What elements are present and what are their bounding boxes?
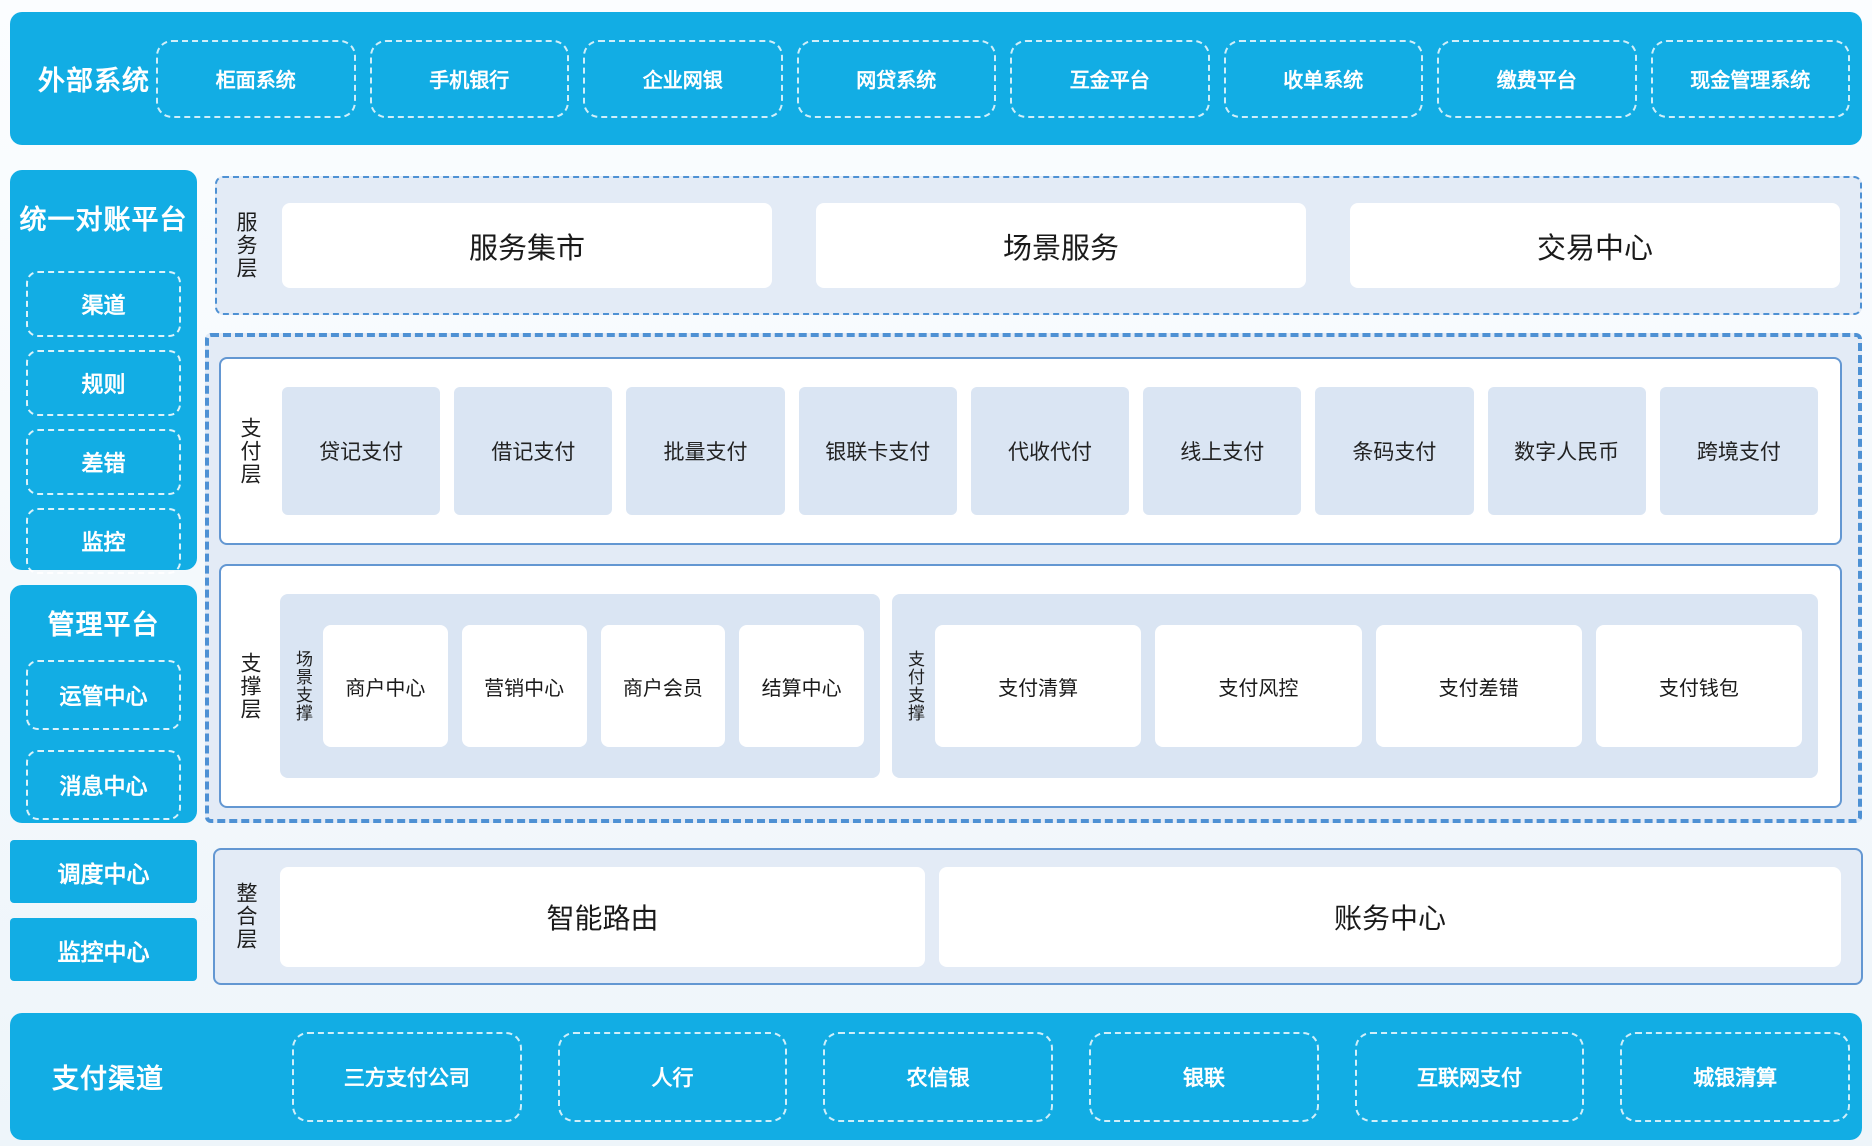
reconciliation-items: 渠道 规则 差错 监控 (26, 271, 181, 574)
payment-item-cross-border: 跨境支付 (1659, 387, 1818, 515)
scene-support-group: 场景支撑 商户中心 营销中心 商户会员 结算中心 (280, 594, 880, 778)
external-systems-bar: 外部系统 柜面系统 手机银行 企业网银 网贷系统 互金平台 收单系统 缴费平台 … (10, 12, 1862, 145)
payment-layer-label: 支付层 (238, 416, 261, 486)
channel-rural-credit: 农信银 (823, 1031, 1054, 1122)
payment-channels-items: 三方支付公司 人行 农信银 银联 互联网支付 城银清算 (292, 1031, 1862, 1122)
management-items: 运管中心 消息中心 (26, 660, 181, 820)
channel-pboc: 人行 (557, 1031, 788, 1122)
management-platform-box: 管理平台 运管中心 消息中心 (10, 585, 197, 823)
management-item-message-center: 消息中心 (26, 750, 181, 820)
management-item-ops-center: 运管中心 (26, 660, 181, 730)
pay-item-risk-control: 支付风控 (1155, 625, 1362, 747)
external-system-counter: 柜面系统 (156, 39, 356, 118)
external-system-billpay: 缴费平台 (1437, 39, 1637, 118)
scene-item-merchant-member: 商户会员 (600, 625, 726, 747)
support-groups: 场景支撑 商户中心 营销中心 商户会员 结算中心 支付支撑 支付清算 支付风控 … (280, 594, 1818, 778)
payment-item-barcode: 条码支付 (1315, 387, 1474, 515)
payment-item-credit: 贷记支付 (282, 387, 441, 515)
payment-support-label: 支付支撑 (905, 650, 924, 722)
external-systems-title: 外部系统 (38, 66, 150, 96)
scene-item-settlement-center: 结算中心 (739, 625, 864, 747)
payment-channels-bar: 支付渠道 三方支付公司 人行 农信银 银联 互联网支付 城银清算 (10, 1013, 1862, 1140)
integration-layer: 整合层 智能路由 账务中心 (213, 848, 1863, 985)
external-systems-items: 柜面系统 手机银行 企业网银 网贷系统 互金平台 收单系统 缴费平台 现金管理系… (156, 39, 1862, 118)
reconciliation-item-rules: 规则 (26, 350, 181, 416)
payment-support-group: 支付支撑 支付清算 支付风控 支付差错 支付钱包 (892, 594, 1818, 778)
integration-item-smart-routing: 智能路由 (280, 866, 925, 967)
service-item-trade-center: 交易中心 (1350, 203, 1840, 288)
dispatch-center-box: 调度中心 (10, 840, 197, 903)
external-system-corp-ebank: 企业网银 (583, 39, 783, 118)
external-system-online-loan: 网贷系统 (796, 39, 996, 118)
monitor-center-box: 监控中心 (10, 918, 197, 981)
reconciliation-item-channel: 渠道 (26, 271, 181, 337)
integration-layer-label: 整合层 (234, 882, 257, 951)
support-layer-label: 支撑层 (238, 651, 261, 721)
pay-item-error-handling: 支付差错 (1375, 625, 1582, 747)
core-layers-container: 支付层 贷记支付 借记支付 批量支付 银联卡支付 代收代付 线上支付 条码支付 … (205, 333, 1862, 823)
channel-unionpay: 银联 (1089, 1031, 1319, 1122)
payment-item-collection: 代收代付 (970, 387, 1130, 515)
management-platform-title: 管理平台 (47, 610, 160, 640)
payment-channels-title: 支付渠道 (52, 1064, 164, 1094)
service-item-service-market: 服务集市 (282, 203, 772, 288)
channel-internet-pay: 互联网支付 (1354, 1031, 1585, 1122)
service-layer-label: 服务层 (234, 211, 257, 280)
integration-item-accounting-center: 账务中心 (939, 866, 1841, 967)
reconciliation-platform-box: 统一对账平台 渠道 规则 差错 监控 (10, 170, 197, 574)
channel-third-party: 三方支付公司 (292, 1031, 522, 1122)
scene-support-items: 商户中心 营销中心 商户会员 结算中心 (323, 625, 864, 747)
scene-support-label: 场景支撑 (293, 650, 312, 722)
service-items: 服务集市 场景服务 交易中心 (282, 203, 1840, 288)
service-layer: 服务层 服务集市 场景服务 交易中心 (215, 176, 1862, 315)
payment-item-digital-rmb: 数字人民币 (1487, 387, 1646, 515)
pay-item-wallet: 支付钱包 (1595, 625, 1802, 747)
channel-city-bank-clearing: 城银清算 (1620, 1031, 1851, 1122)
service-item-scene-service: 场景服务 (816, 203, 1306, 288)
external-system-acquiring: 收单系统 (1223, 39, 1423, 118)
payment-item-batch: 批量支付 (626, 387, 785, 515)
payment-item-online: 线上支付 (1143, 387, 1302, 515)
payment-support-items: 支付清算 支付风控 支付差错 支付钱包 (935, 625, 1802, 747)
scene-item-merchant-center: 商户中心 (323, 625, 448, 747)
payment-item-debit: 借记支付 (454, 387, 613, 515)
support-layer: 支撑层 场景支撑 商户中心 营销中心 商户会员 结算中心 支付支撑 支付清算 支… (219, 564, 1842, 808)
reconciliation-platform-title: 统一对账平台 (19, 205, 188, 235)
scene-item-marketing-center: 营销中心 (461, 625, 587, 747)
external-system-cash-mgmt: 现金管理系统 (1650, 39, 1850, 118)
external-system-mobile-bank: 手机银行 (369, 39, 569, 118)
payment-item-unionpay-card: 银联卡支付 (798, 387, 957, 515)
payment-layer: 支付层 贷记支付 借记支付 批量支付 银联卡支付 代收代付 线上支付 条码支付 … (219, 357, 1842, 545)
integration-items: 智能路由 账务中心 (280, 866, 1841, 967)
reconciliation-item-monitor: 监控 (26, 508, 181, 574)
pay-item-clearing: 支付清算 (935, 625, 1142, 747)
reconciliation-item-errors: 差错 (26, 429, 181, 495)
external-system-fintech: 互金平台 (1010, 39, 1210, 118)
payment-items: 贷记支付 借记支付 批量支付 银联卡支付 代收代付 线上支付 条码支付 数字人民… (282, 387, 1818, 515)
